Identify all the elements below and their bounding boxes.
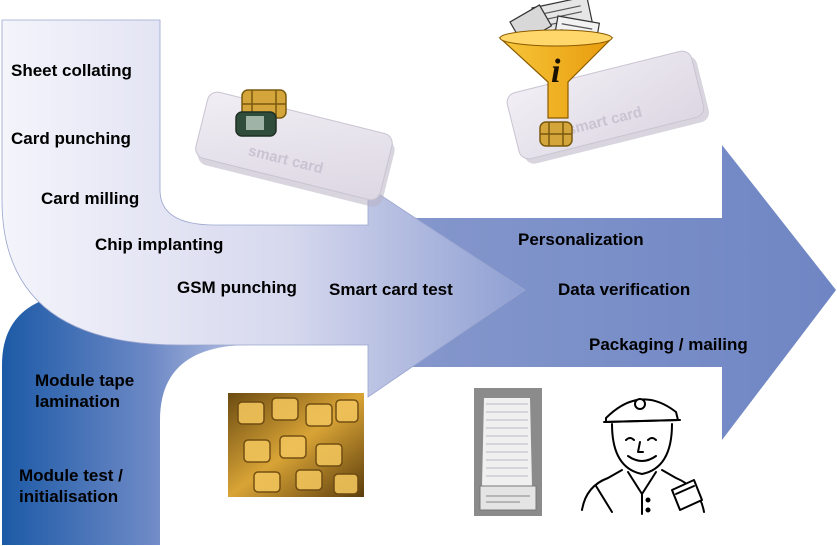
card-stack-photo	[474, 388, 542, 516]
info-funnel-icon: i	[498, 0, 614, 119]
label-card-milling: Card milling	[41, 189, 140, 208]
mailman-illustration	[581, 398, 705, 515]
label-data-verification: Data verification	[558, 280, 691, 299]
module-track-arrow	[2, 292, 250, 545]
label-chip-implanting: Chip implanting	[95, 235, 224, 254]
label-gsm-punching: GSM punching	[177, 278, 297, 297]
label-packaging-mailing: Packaging / mailing	[589, 335, 748, 354]
label-module-tape-lamination: Module tape lamination	[35, 371, 135, 411]
smart-card-chip-icon	[235, 89, 287, 137]
smart-card-left: smart card	[195, 91, 395, 207]
module-tape-photo	[228, 393, 364, 497]
info-symbol: i	[551, 53, 561, 90]
label-sheet-collating: Sheet collating	[11, 61, 132, 80]
label-smart-card-test: Smart card test	[329, 280, 453, 299]
label-card-punching: Card punching	[11, 129, 131, 148]
personalization-arrow	[400, 145, 836, 440]
card-body-arrow	[1, 19, 526, 398]
smart-card-chip-icon	[539, 121, 573, 147]
label-personalization: Personalization	[518, 230, 644, 249]
label-module-test-initialisation: Module test / initialisation	[19, 466, 123, 506]
